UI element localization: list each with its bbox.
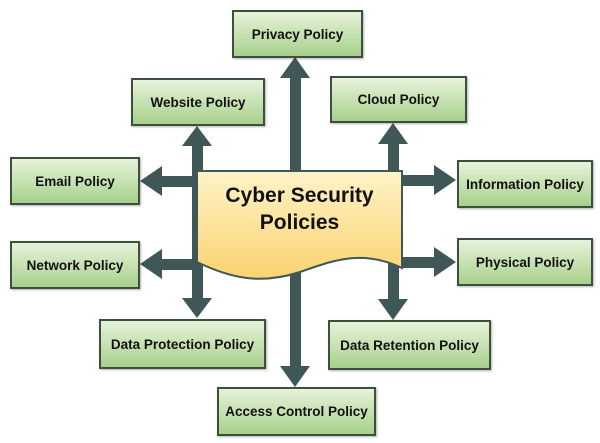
arrow-head-website	[182, 126, 212, 146]
arrow-shaft-physical	[393, 257, 438, 268]
center-title: Cyber Security Policies	[196, 182, 403, 236]
access-control-policy-box: Access Control Policy	[217, 387, 376, 436]
information-policy-box: Information Policy	[457, 160, 593, 208]
arrow-head-cloud	[378, 123, 408, 144]
arrow-head-email	[140, 166, 162, 196]
arrow-shaft-email	[158, 176, 198, 187]
data-protection-policy-box: Data Protection Policy	[99, 319, 266, 369]
arrow-head-privacy	[280, 57, 310, 78]
arrow-head-network	[140, 249, 162, 279]
arrow-shaft-network	[158, 259, 198, 270]
center-title-line1: Cyber Security	[225, 184, 374, 207]
center-title-line2: Policies	[259, 211, 340, 234]
physical-policy-box: Physical Policy	[457, 238, 593, 286]
data-retention-policy-box: Data Retention Policy	[328, 320, 491, 370]
arrow-shaft-information	[393, 175, 438, 186]
network-policy-box: Network Policy	[10, 241, 140, 289]
arrow-head-data-protection	[182, 298, 212, 318]
arrow-head-data-retention	[378, 299, 408, 320]
website-policy-box: Website Policy	[131, 78, 265, 126]
arrow-head-information	[434, 165, 456, 195]
arrow-head-physical	[434, 247, 456, 277]
privacy-policy-box: Privacy Policy	[232, 10, 363, 58]
cloud-policy-box: Cloud Policy	[330, 76, 467, 123]
arrow-head-access-control	[280, 366, 310, 387]
email-policy-box: Email Policy	[10, 157, 140, 205]
center-document-shape	[196, 170, 403, 280]
